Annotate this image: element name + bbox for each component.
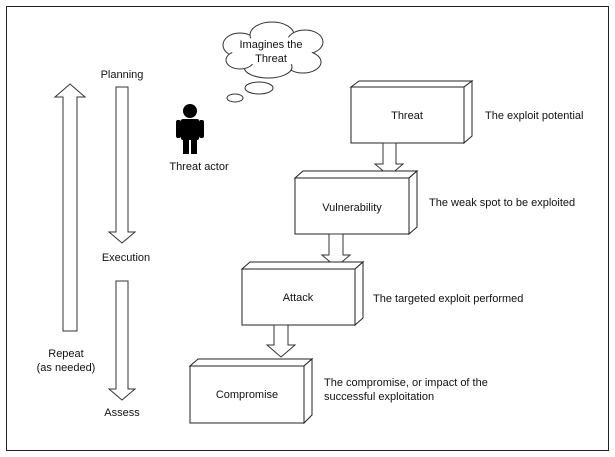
execution-label: Execution bbox=[102, 252, 150, 264]
repeat-label: Repeat bbox=[48, 348, 83, 360]
compromise-box bbox=[188, 357, 314, 425]
assess-label: Assess bbox=[104, 407, 140, 419]
compromise-description-line-1: The compromise, or impact of the bbox=[324, 377, 488, 389]
compromise-description-line-2: successful exploitation bbox=[324, 391, 434, 403]
person-icon bbox=[176, 104, 204, 154]
thought-line-2: Threat bbox=[255, 53, 287, 65]
vulnerability-box bbox=[293, 169, 419, 236]
compromise-box-label: Compromise bbox=[216, 389, 278, 401]
vulnerability-description: The weak spot to be exploited bbox=[429, 197, 575, 209]
vulnerability-box-label: Vulnerability bbox=[322, 202, 382, 214]
attack-to-compromise-arrow bbox=[265, 324, 297, 358]
planning-label: Planning bbox=[101, 69, 144, 81]
attack-box bbox=[240, 260, 365, 327]
attack-description: The targeted exploit performed bbox=[373, 293, 523, 305]
threat-box bbox=[349, 80, 474, 145]
repeat-qualifier-label: (as needed) bbox=[37, 362, 96, 374]
diagram-frame bbox=[6, 6, 609, 451]
threat-actor-label: Threat actor bbox=[169, 161, 229, 173]
execution-to-assess-arrow bbox=[107, 280, 137, 401]
vulnerability-to-attack-arrow bbox=[320, 233, 352, 268]
threat-box-label: Threat bbox=[391, 110, 423, 122]
repeat-arrow bbox=[53, 83, 87, 332]
threat-description: The exploit potential bbox=[485, 110, 583, 122]
planning-to-execution-arrow bbox=[107, 86, 137, 244]
thought-line-1: Imagines the bbox=[240, 39, 303, 51]
thought-cloud bbox=[222, 21, 324, 103]
attack-box-label: Attack bbox=[283, 292, 314, 304]
threat-to-vulnerability-arrow bbox=[373, 142, 405, 177]
